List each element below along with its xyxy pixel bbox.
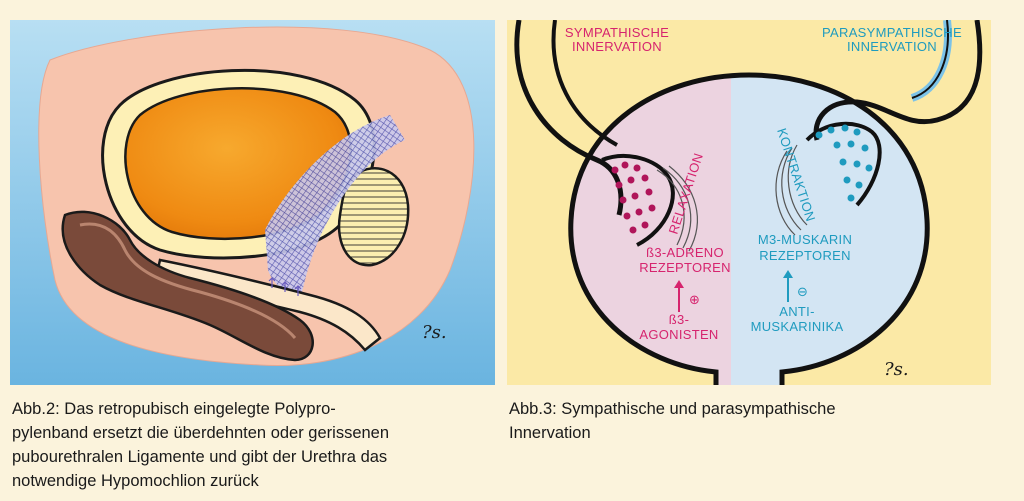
canal-highlight	[79, 222, 297, 339]
pubic-symphysis	[337, 167, 410, 267]
sympathetic-nerve-branch	[551, 19, 618, 147]
plus-symbol: ⊕	[689, 292, 700, 307]
beta3-agonists-line1: ß3-	[669, 312, 689, 327]
parasympathetic-label-line1: PARASYMPATHISCHE	[822, 25, 962, 40]
artist-signature: ?s.	[884, 359, 909, 380]
minus-symbol: ⊖	[797, 284, 808, 299]
beta3-agonists-line2: AGONISTEN	[639, 327, 718, 342]
artist-signature: ?s.	[422, 322, 447, 343]
parasympathetic-nerve-outline	[911, 19, 949, 99]
caption-line: notwendige Hypomochlion zurück	[12, 472, 259, 490]
sympathetic-receptor-cluster	[601, 154, 698, 252]
figure-2-caption: Abb.2: Das retropubisch eingelegte Polyp…	[12, 397, 497, 493]
caption-line: pylenband ersetzt die überdehnten oder g…	[12, 424, 390, 442]
polypropylene-tape	[265, 115, 405, 300]
caption-line: pubourethralen Ligamente und gibt der Ur…	[12, 448, 388, 466]
antimuscarinics-line1: ANTI-	[779, 304, 814, 319]
parasympathetic-nerve	[813, 19, 983, 141]
caption-line: Innervation	[509, 424, 591, 442]
sympathetic-label-line2: INNERVATION	[572, 39, 662, 54]
beta3-receptor-label-line2: REZEPTOREN	[639, 260, 731, 275]
anatomy-drawing: ?s.	[10, 20, 495, 385]
m3-receptor-label-line1: M3-MUSKARIN	[758, 232, 852, 247]
support-arrows	[268, 277, 302, 296]
caption-line: Abb.2: Das retropubisch eingelegte Polyp…	[12, 400, 336, 418]
figure-3-illustration: SYMPATHISCHE INNERVATION PARASYMPATHISCH…	[507, 19, 991, 385]
m3-receptor-label-line2: REZEPTOREN	[759, 248, 851, 263]
parasympathetic-receptor-cluster	[775, 121, 882, 236]
bladder-innervation-drawing: SYMPATHISCHE INNERVATION PARASYMPATHISCH…	[507, 19, 991, 385]
beta3-arrow	[674, 280, 684, 312]
sympathetic-label-line1: SYMPATHISCHE	[565, 25, 669, 40]
m3-arrow	[783, 270, 793, 302]
figure-3-caption: Abb.3: Sympathische und parasympathische…	[509, 397, 989, 445]
beta3-receptor-label-line1: ß3-ADRENO	[646, 245, 724, 260]
parasympathetic-label-line2: INNERVATION	[847, 39, 937, 54]
caption-line: Abb.3: Sympathische und parasympathische	[509, 400, 836, 418]
antimuscarinics-line2: MUSKARINIKA	[751, 319, 844, 334]
bladder-outline	[568, 72, 930, 385]
figure-2-illustration: ?s.	[10, 20, 495, 385]
